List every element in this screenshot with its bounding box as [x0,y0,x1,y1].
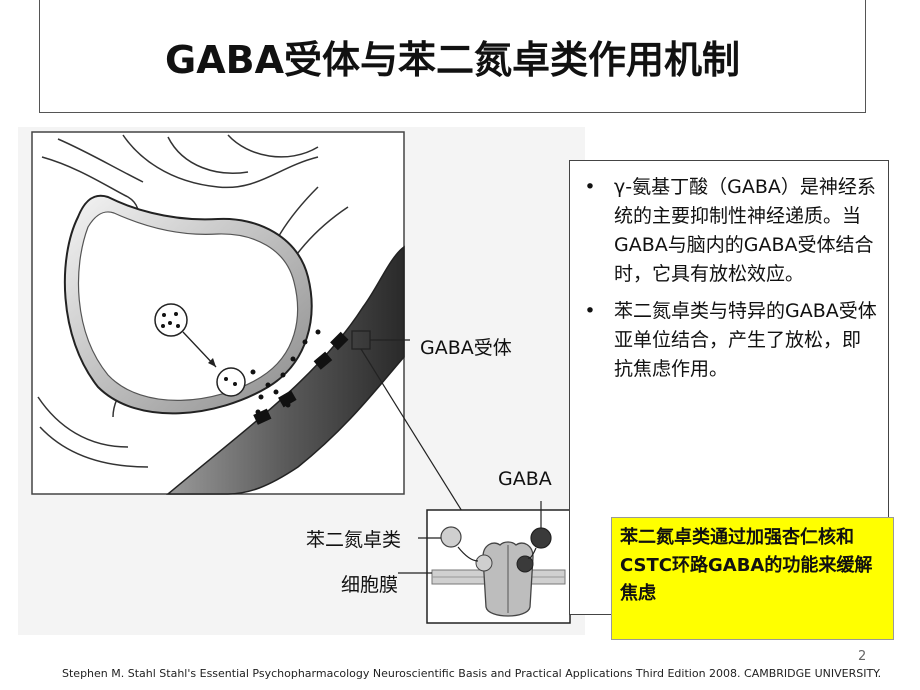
bullet-text-1: γ-氨基丁酸（GABA）是神经系统的主要抑制性神经递质。当GABA与脑内的GAB… [614,176,876,285]
citation-footer: Stephen M. Stahl Stahl's Essential Psych… [62,667,882,680]
receptors [253,331,349,425]
gaba-molecule [530,527,552,549]
title-box: GABA受体与苯二氮卓类作用机制 [39,0,866,113]
bullet-item-2: • 苯二氮卓类与特异的GABA受体亚单位结合，产生了放松，即抗焦虑作用。 [580,297,878,384]
bullet-list: • γ-氨基丁酸（GABA）是神经系统的主要抑制性神经递质。当GABA与脑内的GA… [580,173,878,384]
highlight-box: 苯二氮卓类通过加强杏仁核和CSTC环路GABA的功能来缓解焦虑 [611,517,894,640]
bullet-dot-icon: • [584,300,596,322]
label-benzodiazepines: 苯二氮卓类 [306,529,402,551]
label-cell-membrane: 细胞膜 [341,574,399,596]
synapse-illustration [31,131,571,624]
benzo-molecule [440,526,462,548]
bullet-item-1: • γ-氨基丁酸（GABA）是神经系统的主要抑制性神经递质。当GABA与脑内的GA… [580,173,878,289]
label-gaba-receptor: GABA受体 [420,337,512,359]
highlight-text: 苯二氮卓类通过加强杏仁核和CSTC环路GABA的功能来缓解焦虑 [620,527,873,604]
fusing-vesicle [216,367,246,397]
bullet-text-2: 苯二氮卓类与特异的GABA受体亚单位结合，产生了放松，即抗焦虑作用。 [614,300,877,380]
label-gaba: GABA [498,468,552,490]
slide-title: GABA受体与苯二氮卓类作用机制 [165,37,740,82]
bullet-dot-icon: • [584,176,596,198]
vesicle [154,303,188,337]
page-number: 2 [858,649,867,664]
figure-panel: GABA受体 GABA 苯二氮卓类 细胞膜 [18,127,585,635]
